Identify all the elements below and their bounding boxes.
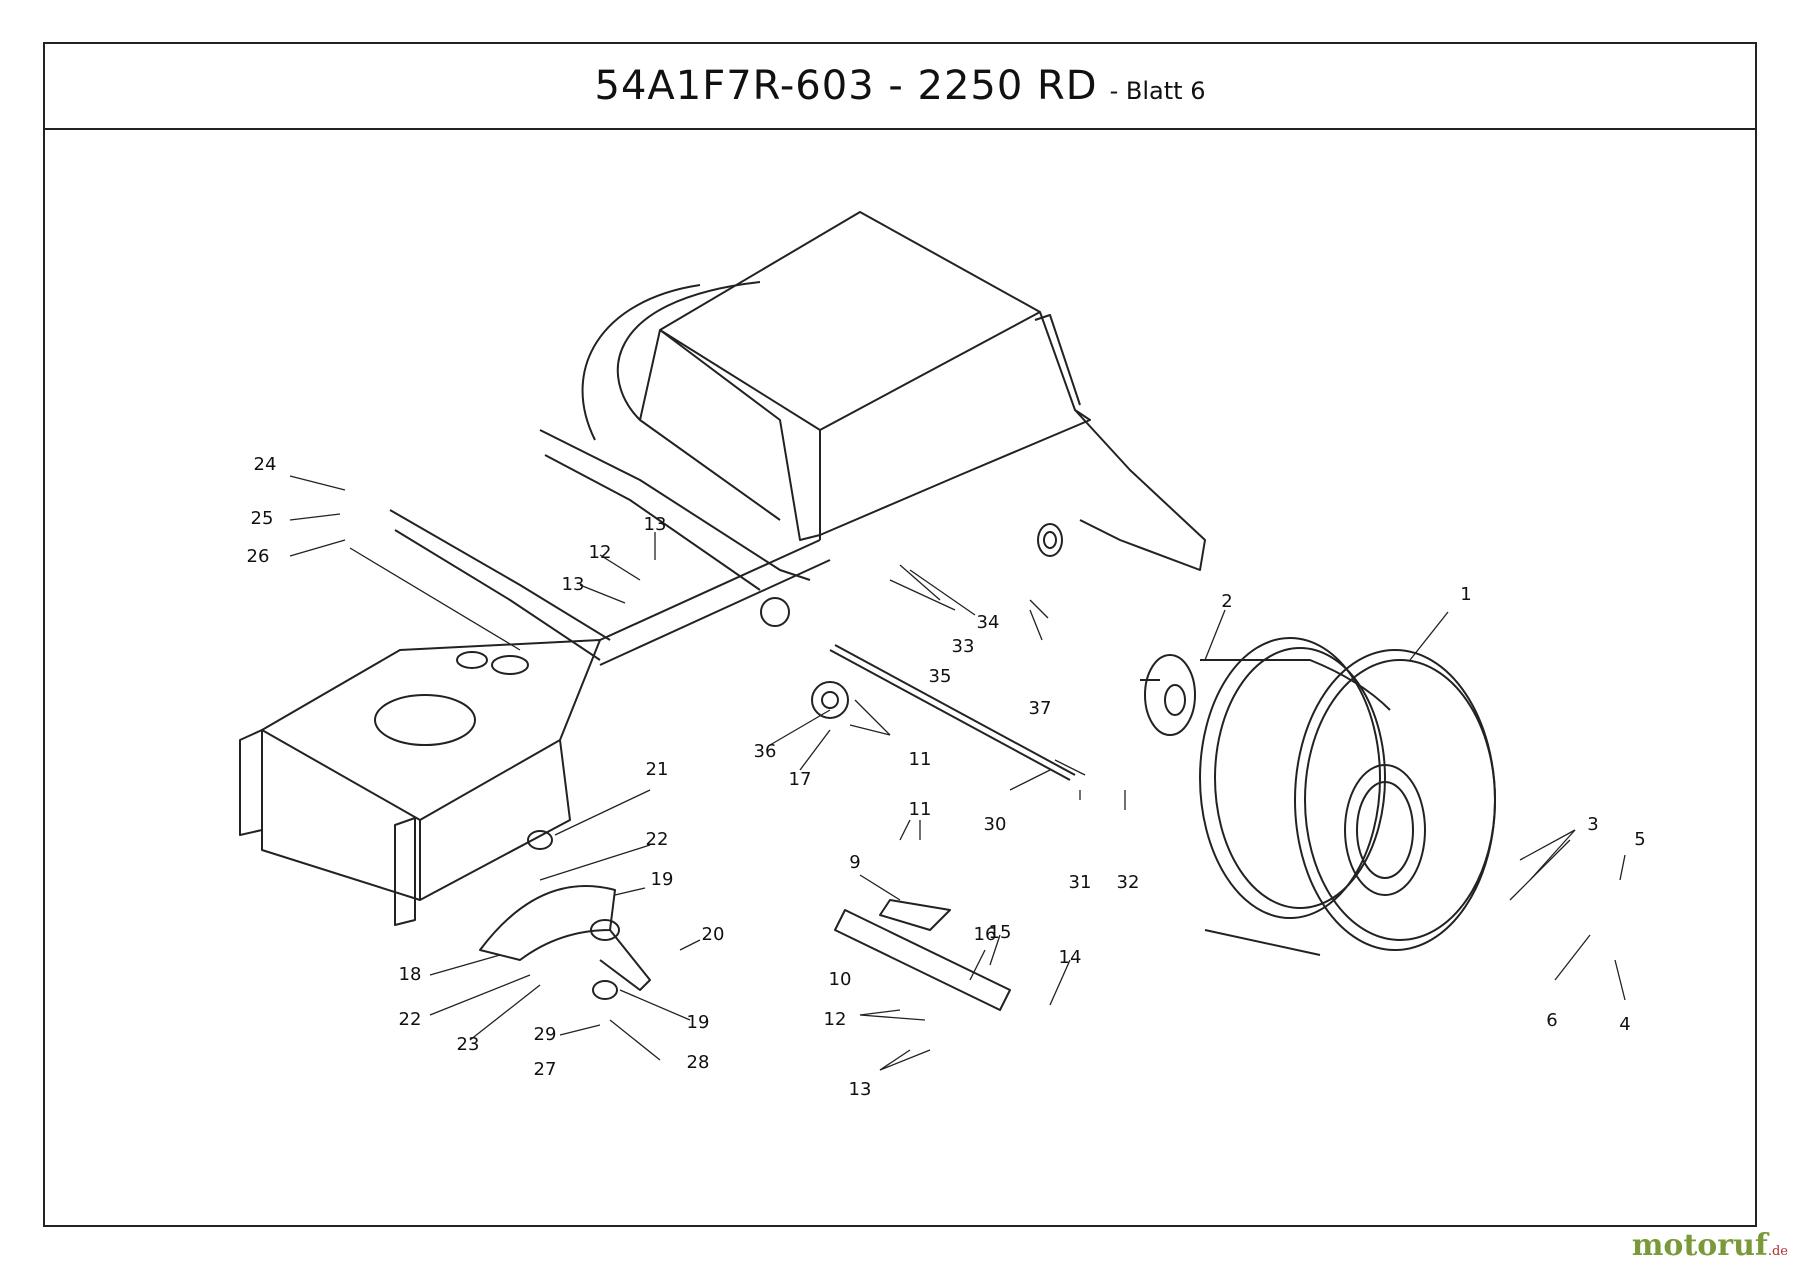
callout-layer: 1234569101111121213131314151617181919202…: [247, 454, 1646, 1100]
frame-box: [239, 639, 601, 926]
callout-37: 37: [1029, 698, 1052, 719]
callout-16: 16: [974, 924, 997, 945]
callout-4: 4: [1619, 1014, 1630, 1035]
callout-27: 27: [534, 1059, 557, 1080]
fender-body: [581, 211, 1206, 571]
watermark-logo: motoruf.de: [1632, 1228, 1788, 1263]
callout-29: 29: [534, 1024, 557, 1045]
callout-24: 24: [254, 454, 277, 475]
callout-30: 30: [984, 814, 1007, 835]
wheel-tire: [1199, 637, 1496, 956]
watermark-text: motoruf: [1631, 1228, 1768, 1263]
callout-28: 28: [687, 1052, 710, 1073]
callout-23: 23: [457, 1034, 480, 1055]
drawing-frame: 54A1F7R-603 - 2250 RD - Blatt 6: [43, 42, 1757, 1227]
callout-35: 35: [929, 666, 952, 687]
callout-32: 32: [1117, 872, 1140, 893]
callout-9: 9: [849, 852, 860, 873]
callout-22: 22: [646, 829, 669, 850]
callout-33: 33: [952, 636, 975, 657]
callout-31: 31: [1069, 872, 1092, 893]
callout-25: 25: [251, 508, 274, 529]
callout-6: 6: [1546, 1010, 1557, 1031]
callout-10: 10: [829, 969, 852, 990]
callout-34: 34: [977, 612, 1000, 633]
callout-12: 12: [589, 542, 612, 563]
callout-15: 15: [989, 922, 1012, 943]
callout-36: 36: [754, 741, 777, 762]
callout-11: 11: [909, 799, 932, 820]
title-bar: 54A1F7R-603 - 2250 RD - Blatt 6: [45, 44, 1755, 130]
bracket-10: [834, 899, 1011, 1011]
callout-13: 13: [562, 574, 585, 595]
bearing-flange: [760, 597, 849, 719]
leader-lines: [289, 475, 1626, 1071]
page-subtitle: - Blatt 6: [1109, 77, 1206, 105]
callout-20: 20: [702, 924, 725, 945]
callout-17: 17: [789, 769, 812, 790]
callout-19: 19: [651, 869, 674, 890]
steering-sector: [479, 830, 651, 1000]
callout-13: 13: [644, 514, 667, 535]
callout-22: 22: [399, 1009, 422, 1030]
callout-2: 2: [1221, 591, 1232, 612]
callout-13: 13: [849, 1079, 872, 1100]
wheel-hub: [1140, 654, 1196, 736]
page-title: 54A1F7R-603 - 2250 RD: [594, 63, 1098, 109]
callout-26: 26: [247, 546, 270, 567]
callout-19: 19: [687, 1012, 710, 1033]
watermark-suffix: .de: [1767, 1244, 1788, 1259]
callout-3: 3: [1587, 814, 1598, 835]
callout-11: 11: [909, 749, 932, 770]
callout-12: 12: [824, 1009, 847, 1030]
callout-21: 21: [646, 759, 669, 780]
callout-14: 14: [1059, 947, 1082, 968]
callout-1: 1: [1460, 584, 1471, 605]
frame-rails: [389, 429, 831, 666]
callout-18: 18: [399, 964, 422, 985]
axle-shaft: [829, 523, 1076, 781]
callout-5: 5: [1634, 829, 1645, 850]
